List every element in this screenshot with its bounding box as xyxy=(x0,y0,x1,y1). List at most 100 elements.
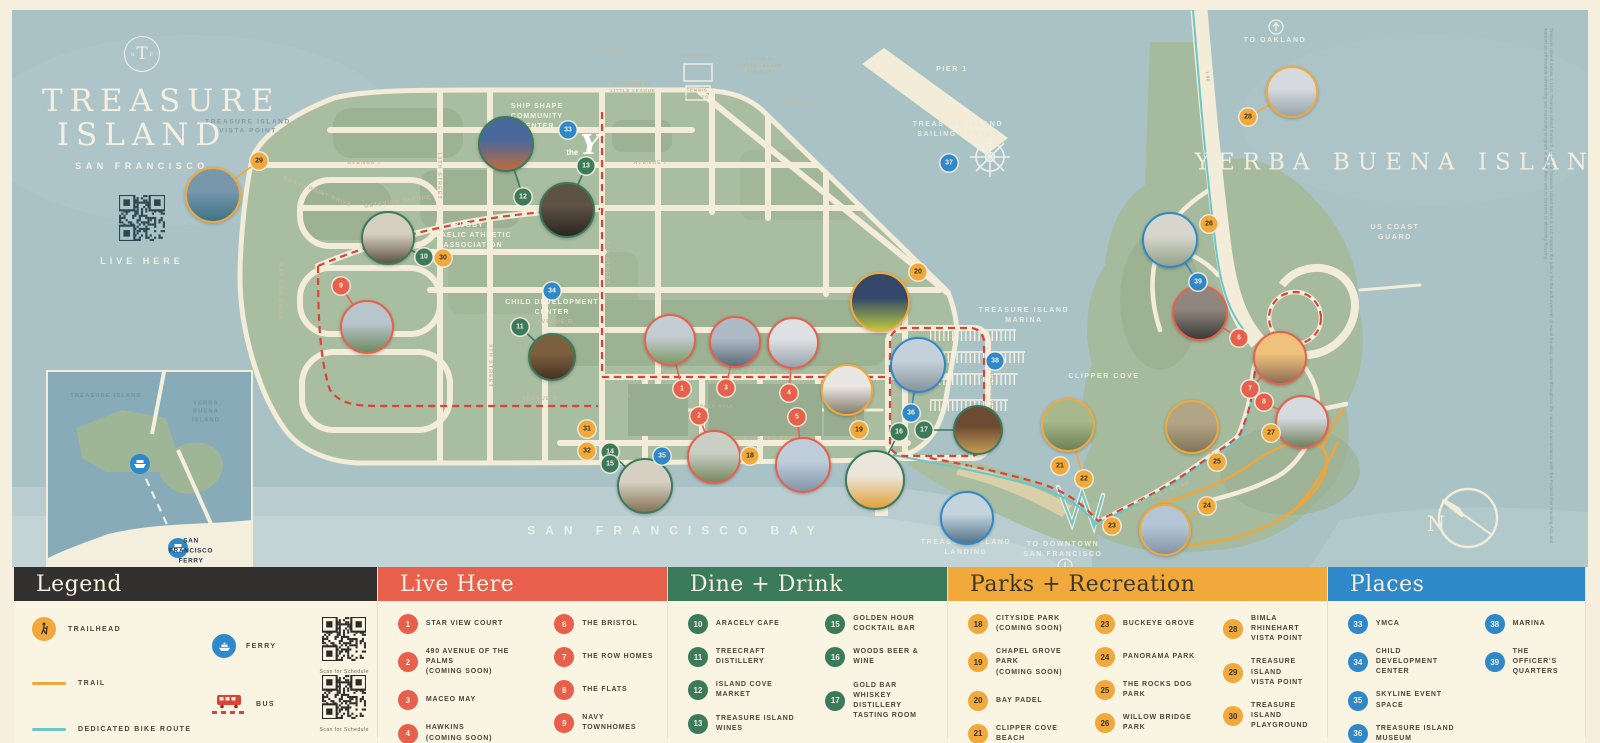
map-marker-21: 21 xyxy=(1051,457,1069,475)
legend-ferry: FERRY Scan for Schedule xyxy=(212,615,369,675)
list-item-33: 33 YMCA xyxy=(1347,614,1465,634)
map-marker-39: 39 xyxy=(1189,273,1207,291)
inset-ti-label: TREASURE ISLAND xyxy=(70,392,142,399)
map-marker-30: 30 xyxy=(434,249,452,267)
panel-title: Live Here xyxy=(377,567,667,601)
map-marker-13: 13 xyxy=(577,157,595,175)
photo-callout-36 xyxy=(890,337,946,393)
item-label: TREASURE ISLAND WINES xyxy=(715,714,795,732)
item-label: CHAPEL GROVE PARK (COMING SOON) xyxy=(996,648,1063,676)
item-label: CHILD DEVELOPMENT CENTER xyxy=(1375,648,1438,676)
item-number-badge: 21 xyxy=(968,723,989,743)
brand-subtitle: SAN FRANCISCO xyxy=(75,161,209,172)
item-label: ISLAND COVE MARKET xyxy=(715,681,773,699)
inset-bay-bridge xyxy=(150,371,222,545)
key-panels: Legend TRAILHEAD TRAIL xyxy=(14,567,1586,743)
map-marker-6: 6 xyxy=(1230,329,1248,347)
map-marker-2: 2 xyxy=(690,407,708,425)
ferry-icon xyxy=(212,634,236,658)
live-here-qr-code xyxy=(117,194,167,246)
list-item-2: 2 490 AVENUE OF THE PALMS (COMING SOON) xyxy=(397,647,534,677)
map-marker-31: 31 xyxy=(578,420,596,438)
item-label: STAR VIEW COURT xyxy=(425,619,504,627)
item-number-badge: 2 xyxy=(397,652,418,673)
photo-callout-39 xyxy=(1142,212,1198,268)
legend-title: Legend xyxy=(14,567,377,601)
item-number-badge: 20 xyxy=(968,690,989,711)
compass-icon xyxy=(1437,487,1499,549)
item-number-badge: 33 xyxy=(1347,614,1368,634)
map-marker-28: 28 xyxy=(1239,108,1257,126)
item-number-badge: 12 xyxy=(687,680,708,701)
map-marker-20: 20 xyxy=(909,263,927,281)
item-label: 490 AVENUE OF THE PALMS (COMING SOON) xyxy=(425,648,510,676)
map-marker-24: 24 xyxy=(1198,497,1216,515)
list-item-12: 12 ISLAND COVE MARKET xyxy=(687,680,805,701)
inset-ferry-icon xyxy=(130,454,150,474)
list-item-35: 35 SKYLINE EVENT SPACE xyxy=(1347,690,1465,711)
bay-band-right xyxy=(1310,507,1588,567)
item-label: PANORAMA PARK xyxy=(1122,652,1196,660)
item-number-badge: 8 xyxy=(554,680,575,700)
map-marker-37: 37 xyxy=(940,154,958,172)
item-label: YMCA xyxy=(1375,619,1400,627)
item-label: THE BRISTOL xyxy=(582,619,638,627)
item-label: SKYLINE EVENT SPACE xyxy=(1375,691,1442,709)
legend-bus: BUS Scan for Schedule xyxy=(212,673,369,733)
trail-route xyxy=(1143,407,1346,546)
photo-callout-16 xyxy=(845,450,905,510)
to-oakland-arrow-icon xyxy=(1268,19,1284,35)
photo-callout-14 xyxy=(617,458,673,514)
bus-schedule-qr-code xyxy=(321,673,368,724)
map-marker-1: 1 xyxy=(673,380,691,398)
water-swirl xyxy=(1240,35,1588,205)
photo-callout-4 xyxy=(767,317,819,369)
causeway-land xyxy=(893,449,1098,552)
inset-locator-map: TREASURE ISLAND YERBA BUENA ISLAND SAN F… xyxy=(46,370,253,567)
legend-panel: Legend TRAILHEAD TRAIL xyxy=(14,567,378,743)
item-label: BIMLA RHINEHART VISTA POINT xyxy=(1251,615,1304,643)
map-marker-4: 4 xyxy=(780,384,798,402)
item-label: CITYSIDE PARK (COMING SOON) xyxy=(996,615,1063,633)
item-label: TREASURE ISLAND MUSEUM xyxy=(1375,724,1455,742)
item-label: THE OFFICER'S QUARTERS xyxy=(1512,648,1559,676)
item-label: TREECRAFT DISTILLERY xyxy=(715,648,766,666)
photo-callout-3 xyxy=(709,316,761,368)
map-marker-5: 5 xyxy=(788,408,806,426)
map-marker-16: 16 xyxy=(890,423,908,441)
bike-line xyxy=(32,728,66,731)
item-label: MACEO MAY xyxy=(425,696,476,704)
item-number-badge: 19 xyxy=(968,652,989,673)
item-label: HAWKINS (COMING SOON) xyxy=(425,724,493,742)
photo-callout-6 xyxy=(1172,285,1228,341)
item-number-badge: 35 xyxy=(1347,690,1368,711)
map-marker-8: 8 xyxy=(1255,393,1273,411)
photo-callout-11 xyxy=(528,333,576,381)
brand-qr-caption: LIVE HERE xyxy=(100,256,184,267)
photo-callout-2 xyxy=(687,430,741,484)
court-outlines xyxy=(683,63,713,101)
